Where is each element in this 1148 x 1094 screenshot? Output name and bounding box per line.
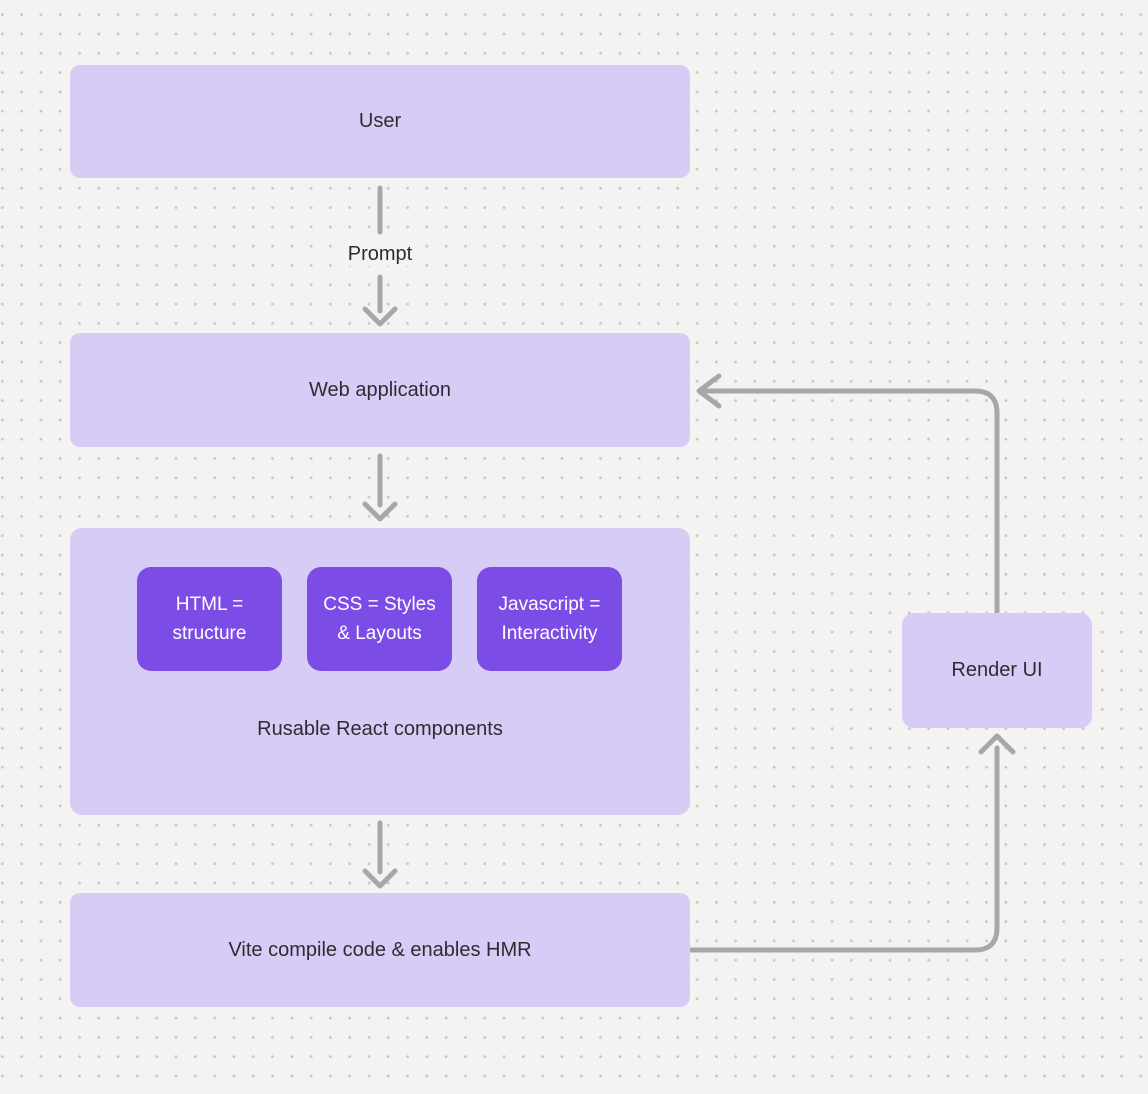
node-vite-label: Vite compile code & enables HMR	[228, 938, 532, 961]
chip-css-label: CSS = Styles & Layouts	[323, 594, 436, 644]
edge-render-to-web-line	[701, 388, 1000, 616]
node-user: User	[70, 65, 690, 178]
react-components-caption: Rusable React components	[257, 718, 503, 740]
arrowhead-down-icon	[362, 306, 398, 327]
node-web-application-label: Web application	[309, 378, 451, 401]
chip-html: HTML = structure	[137, 567, 282, 671]
chip-css: CSS = Styles & Layouts	[307, 567, 452, 671]
node-user-label: User	[358, 110, 402, 132]
arrowhead-up-icon	[978, 733, 1016, 755]
edge-vite-to-render-line	[687, 745, 1000, 953]
chip-html-label: HTML = structure	[172, 594, 247, 644]
arrowhead-left-icon	[696, 373, 722, 409]
prompt-edge-label: Prompt	[342, 243, 418, 266]
node-web-application: Web application	[70, 333, 690, 447]
chip-javascript: Javascript = Interactivity	[477, 567, 622, 671]
node-react-components-group: HTML = structure CSS = Styles & Layouts …	[70, 528, 690, 815]
node-vite: Vite compile code & enables HMR	[70, 893, 690, 1007]
node-render-ui: Render UI	[902, 613, 1092, 728]
node-render-ui-label: Render UI	[951, 659, 1043, 681]
arrowhead-down-icon	[362, 868, 398, 889]
chip-javascript-label: Javascript = Interactivity	[498, 594, 601, 644]
arrowhead-down-icon	[362, 501, 398, 522]
